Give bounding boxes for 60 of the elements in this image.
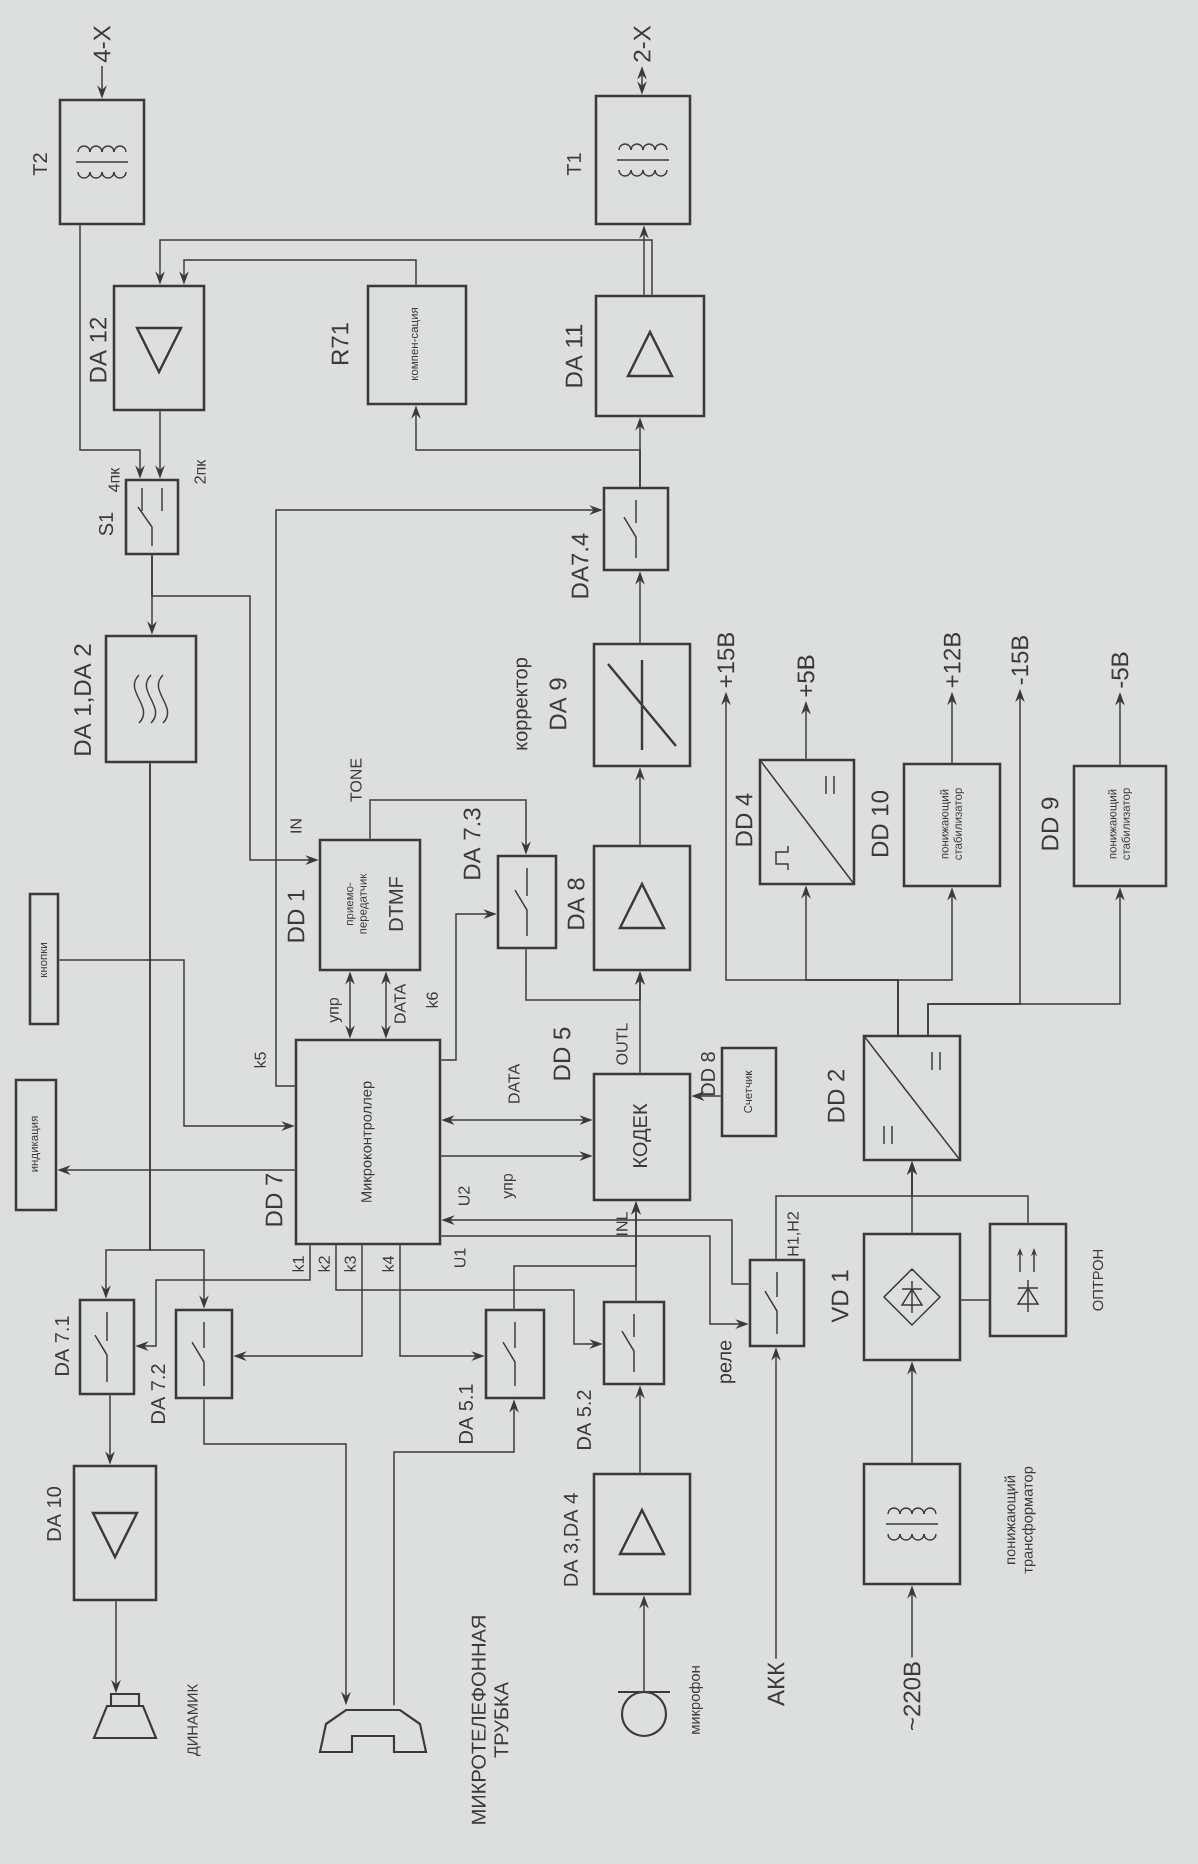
part-label: T1 [567, 153, 581, 176]
block-text: DTMF [389, 877, 403, 931]
part-label: S1 [98, 512, 114, 536]
part-label: DA 7.3 [463, 808, 481, 879]
terminal-label: ~220В [903, 1662, 921, 1730]
pin-label: TONE [350, 758, 362, 802]
pin-label: IN [290, 819, 302, 833]
part-label: DA 1,DA 2 [74, 644, 94, 755]
pin-label: U2 [458, 1186, 470, 1205]
voltage-label: -15В [1011, 635, 1029, 685]
pin-label: упр [330, 997, 342, 1023]
pin-label: DATA [394, 983, 406, 1023]
voltage-label: +15В [717, 632, 735, 688]
voltage-label: +12В [943, 632, 961, 688]
pin-label: k5 [254, 1052, 266, 1068]
part-label: DD 1 [287, 889, 305, 942]
pin-label: INL [616, 1212, 628, 1235]
part-label: DD 7 [265, 1173, 283, 1226]
part-label: DD 8 [700, 1052, 716, 1096]
pin-label: k1 [292, 1256, 304, 1272]
pin-label: 4пк [108, 467, 120, 492]
pin-label: k3 [344, 1256, 356, 1272]
part-label: DD 2 [827, 1069, 845, 1122]
part-label: VD 1 [831, 1270, 849, 1323]
part-label: DA 12 [89, 317, 107, 382]
pin-label: упр [504, 1173, 516, 1199]
part-label: МИКРОТЕЛЕФОННАЯ ТРУБКА [471, 1616, 509, 1824]
pin-label: H1,H2 [787, 1212, 801, 1256]
part-label: DA7.4 [571, 533, 589, 598]
terminal-label: 2-X [633, 25, 651, 62]
part-label: DD 4 [735, 793, 753, 846]
part-label: DA 7.2 [151, 1364, 165, 1423]
part-label: DA 10 [46, 1487, 62, 1541]
part-label: DA 8 [567, 878, 585, 929]
part-label: DA 9 [549, 678, 567, 729]
part-label: R71 [331, 323, 349, 365]
connector-line [960, 1299, 990, 1301]
voltage-label: -5В [1111, 652, 1129, 688]
part-label: реле [720, 1340, 736, 1383]
part-label: DA 11 [565, 324, 583, 387]
part-label: DD 5 [553, 1027, 571, 1080]
part-label: DA 7.1 [55, 1316, 69, 1375]
block-text: КОДЕК [633, 1103, 651, 1167]
pin-label: 2пк [194, 459, 206, 484]
pin-label: k2 [318, 1256, 330, 1272]
voltage-label: +5В [797, 655, 815, 697]
pin-label: k4 [382, 1256, 394, 1272]
part-label: DD 9 [1041, 797, 1059, 850]
terminal-label: 4-X [93, 25, 111, 63]
part-label: DA 3,DA 4 [563, 1493, 581, 1586]
part-label: корректор [516, 658, 532, 750]
terminal-label: АКК [767, 1662, 785, 1706]
part-label: DD 10 [871, 790, 889, 857]
pin-label: U1 [454, 1248, 466, 1267]
part-label: DA 5.2 [576, 1390, 592, 1449]
pin-label: k6 [426, 992, 438, 1008]
part-label: DA 5.1 [459, 1384, 473, 1443]
part-label: T2 [33, 153, 47, 176]
pin-label: OUTL [616, 1023, 628, 1065]
pin-label: DATA [508, 1063, 520, 1103]
